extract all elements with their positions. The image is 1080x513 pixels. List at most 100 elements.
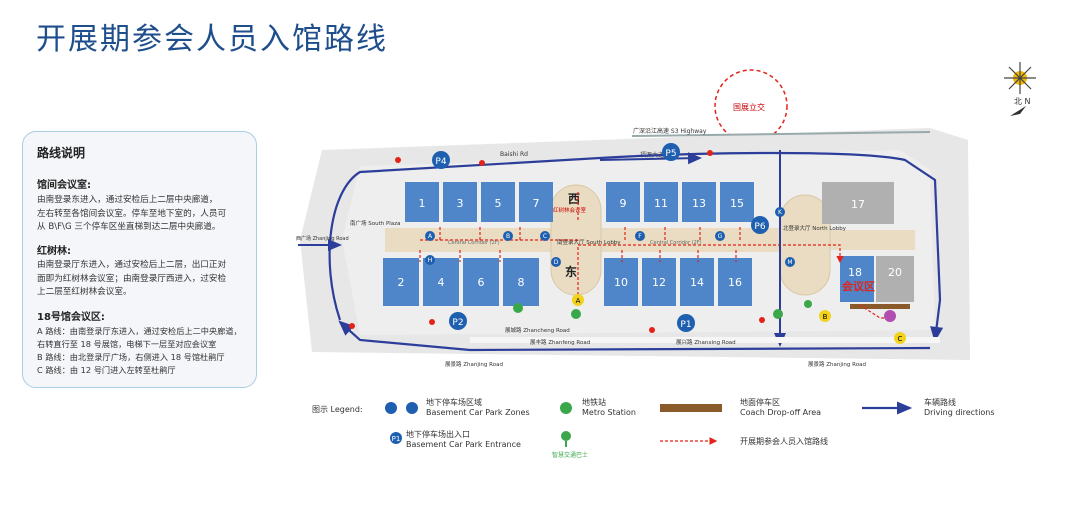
basement-zones: A B C F G H D K M [425, 207, 795, 267]
parking-label: P4 [435, 157, 446, 167]
hall-7 [519, 182, 553, 222]
road-label: Baishi Rd [500, 151, 528, 158]
road-label: 展景路 Zhanjing Road [445, 360, 503, 368]
zone-label: K [778, 209, 783, 216]
route-marker-label: A [576, 297, 581, 305]
smart-bus-icon [513, 303, 523, 313]
corridor-label: Central Corridor (2F) [650, 240, 702, 246]
route-marker-c: C [894, 332, 906, 344]
hall-3 [443, 182, 477, 222]
parking-p4: P4 [432, 151, 450, 169]
hall-15 [720, 182, 754, 222]
road-label: 西广场 Zhanjing Road [296, 235, 349, 242]
legend-zh: 地下停车场出入口 [406, 429, 470, 439]
hall-5 [481, 182, 515, 222]
route-info-panel: 路线说明 馆间会议室: 由南登录东进入，通过安检后上二层中央廊道， 左右转至各馆… [22, 131, 257, 388]
metro-legend-icon [560, 402, 572, 414]
parking-p6: P6 [751, 216, 769, 234]
text-line: 面即为红树林会议室；由南登录厅西进入，过安检 [37, 273, 227, 284]
text-line: 由南登录厅东进入，通过安检后上二层，出口正对 [37, 260, 227, 270]
hall-label: 4 [438, 276, 445, 289]
hall-14 [680, 258, 714, 306]
text-line: 右转直行至 18 号展馆，电梯下一层至对应会议室 [37, 339, 217, 349]
road-label: 广深沿江高速 S3 Highway [633, 127, 707, 135]
text-line: 从 B\F\G 三个停车区坐直梯到达二层中央廊道。 [37, 222, 221, 232]
parking-label: P6 [754, 222, 765, 232]
zone-label: H [428, 257, 433, 264]
road-label: 展兴路 Zhanxing Road [676, 338, 736, 346]
hall-label: 1 [419, 197, 426, 210]
metro-station-icon [773, 309, 783, 319]
meeting-zone-label: 会议区 [842, 279, 875, 293]
hall-label: 10 [614, 276, 628, 289]
parking-p2: P2 [449, 312, 467, 330]
text-line: 由南登录东进入，通过安检后上二层中央廊道， [37, 195, 218, 205]
legend-zh: 地下停车场区域 [426, 397, 482, 407]
parking-label: P5 [665, 149, 676, 159]
hall-1 [405, 182, 439, 222]
north-corridor [805, 230, 915, 250]
text-line: 左右转至各馆间会议室。停车至地下室的，人员可 [37, 208, 227, 219]
section-text-meeting-rooms: 由南登录东进入，通过安检后上二层中央廊道， 左右转至各馆间会议室。停车至地下室的… [37, 194, 257, 235]
hall-label: 15 [730, 197, 744, 210]
coach-dropoff-area [850, 304, 910, 309]
zone-label: F [638, 233, 642, 240]
hall-label: 13 [692, 197, 706, 210]
driving-route-south [338, 320, 931, 352]
south-lobby-label: 南登录大厅 South Lobby [557, 238, 621, 246]
legend-zh: 车辆路线 [924, 397, 956, 407]
hall-2 [383, 258, 419, 306]
parking-label: P1 [680, 320, 691, 330]
hall-label: 17 [851, 198, 865, 211]
legend-zh: 开展期参会人员入馆路线 [740, 436, 828, 446]
zone-label: M [787, 259, 792, 266]
road-label: 展丰路 Zhanfeng Road [530, 338, 590, 346]
parking-p5: P5 [662, 143, 680, 161]
smart-bus-legend-icon [561, 431, 571, 441]
hongshulin-label: 红树林会议室 [553, 206, 587, 214]
driving-route-top [599, 152, 702, 165]
hall-label: 11 [654, 197, 668, 210]
text-line: B 路线：由北登录厅广场，右侧进入 18 号馆杜鹃厅 [37, 352, 225, 362]
hall-4 [423, 258, 459, 306]
hall-11 [644, 182, 678, 222]
legend-title: 图示 Legend: [312, 405, 363, 414]
hall-label: 16 [728, 276, 742, 289]
zone-label: D [554, 259, 559, 266]
hall-label: 6 [478, 276, 485, 289]
halls-top [405, 182, 894, 224]
road-label: 展城路 Zhancheng Road [505, 326, 570, 334]
west-label: 西 [568, 192, 580, 206]
zone-label: C [543, 233, 547, 240]
hall-9 [606, 182, 640, 222]
hall-label: 8 [518, 276, 525, 289]
zone-legend-icon [406, 402, 418, 414]
section-title-meeting-rooms: 馆间会议室: [37, 180, 91, 191]
hall-18 [840, 256, 874, 302]
zone-label: B [506, 233, 510, 240]
halls-bottom [383, 256, 914, 306]
hall-label: 14 [690, 276, 704, 289]
hall-label: 18 [848, 266, 862, 279]
legend-en: Driving directions [924, 408, 995, 417]
metro-station-icon [571, 309, 581, 319]
legend-zh: 地铁站 [582, 397, 606, 407]
compass-icon [1004, 62, 1036, 116]
legend-en: Coach Drop-off Area [740, 408, 821, 417]
smart-bus-icon [804, 300, 812, 308]
parking-legend-icon [390, 432, 402, 444]
legend-en: Basement Car Park Entrance [406, 440, 521, 449]
text-line: A 路线：由南登录厅东进入，通过安检后上二中央廊道， [37, 326, 242, 336]
text-line: 上二层至红树林会议室。 [37, 287, 132, 297]
parking-legend-label: P1 [392, 435, 401, 443]
zone-label: A [428, 233, 433, 240]
route-marker-label: C [898, 335, 903, 343]
hall-label: 9 [620, 197, 627, 210]
legend-zh: 智慧交通巴士 [552, 451, 588, 459]
legend: 图示 Legend: 地下停车场区域 Basement Car Park Zon… [312, 397, 995, 459]
hall-10 [604, 258, 638, 306]
hall-6 [463, 258, 499, 306]
hall-8 [503, 258, 539, 306]
smart-bus-legend-pole [565, 441, 567, 447]
